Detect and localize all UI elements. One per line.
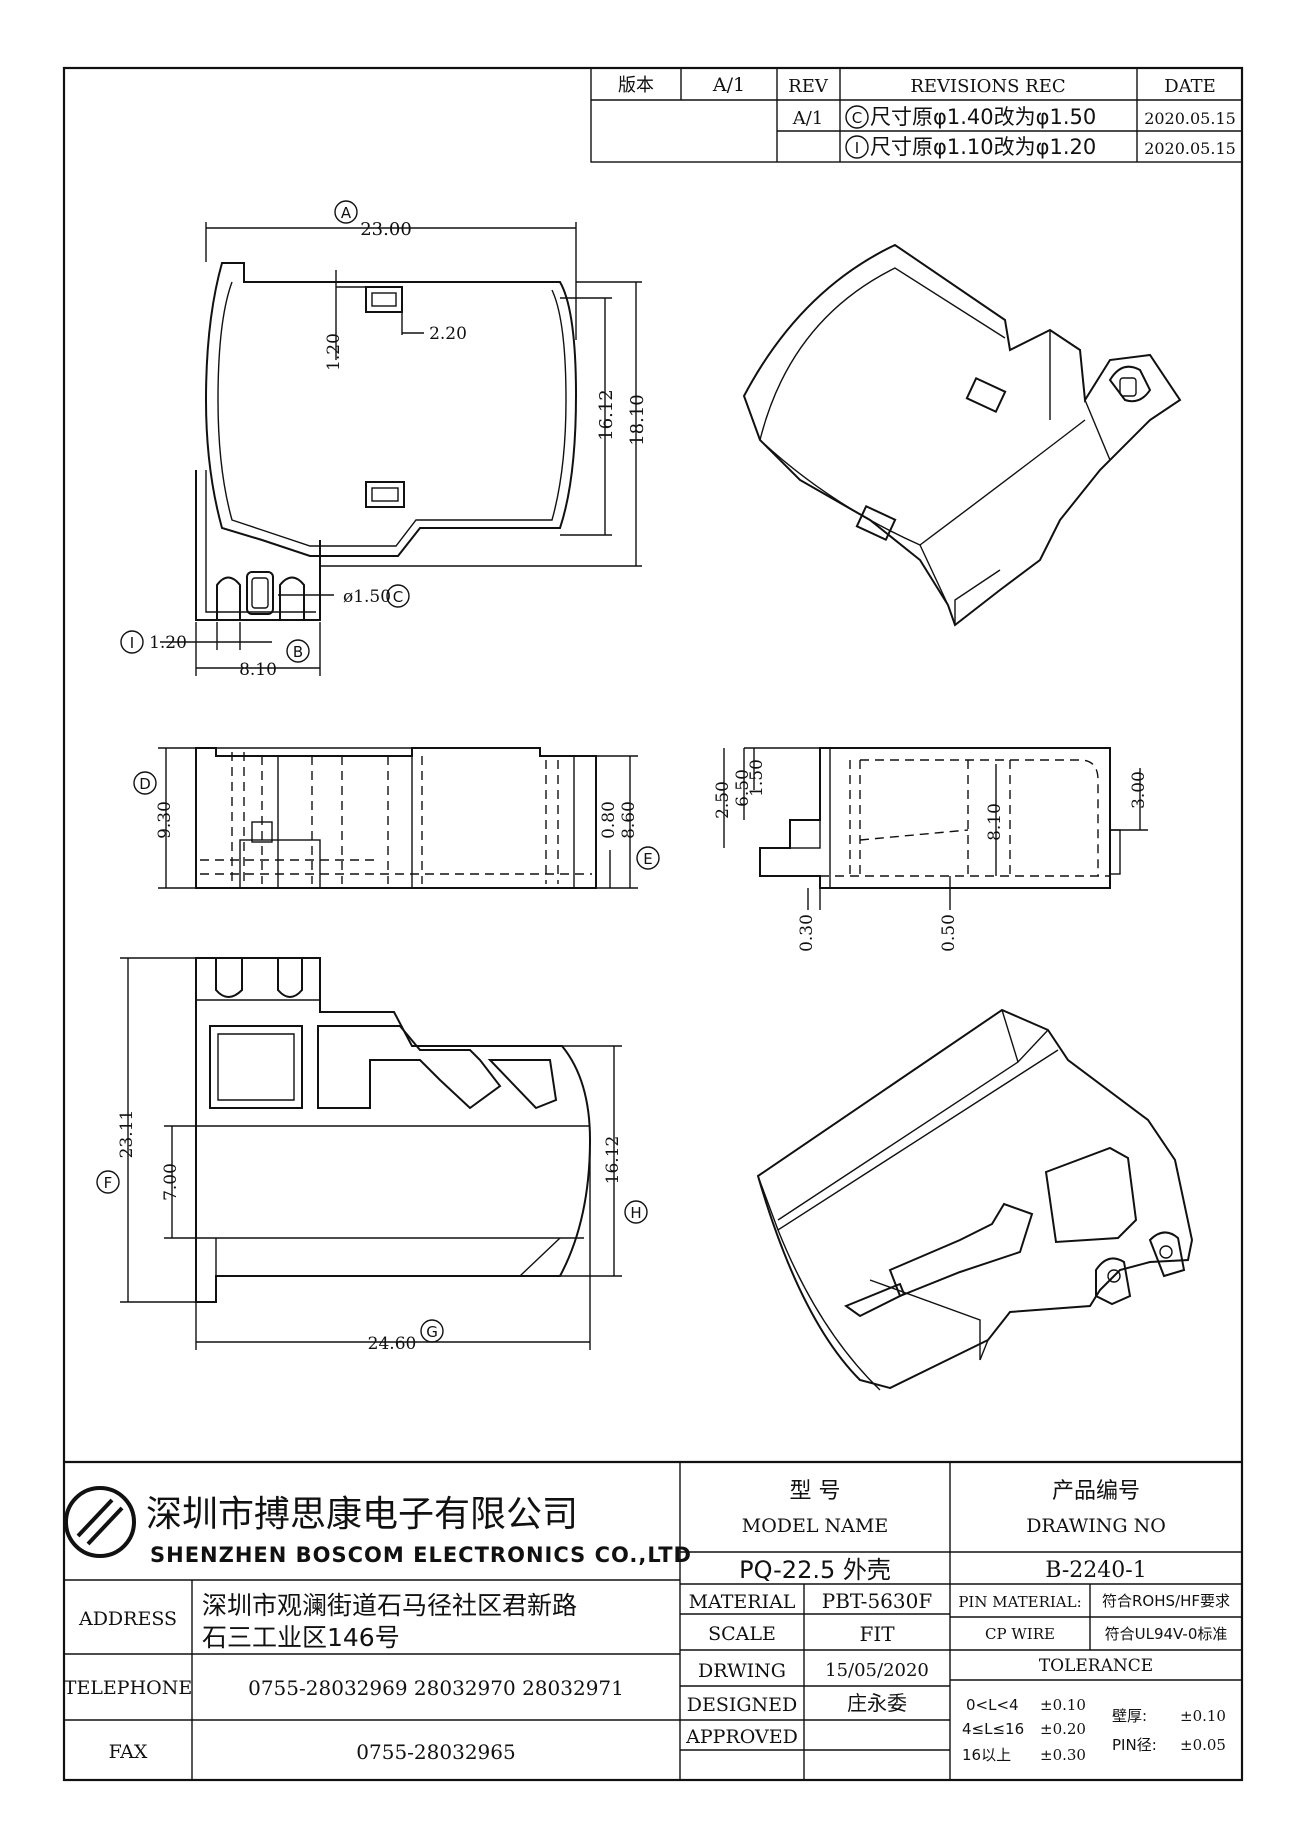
dim-bottom-right-mark: H — [630, 1204, 641, 1222]
dim-2-20: 2.20 — [429, 324, 467, 344]
dim-side-h-mark: D — [139, 775, 151, 793]
cp-wire: CP WIRE — [985, 1625, 1055, 1643]
side-view: D 9.30 0.80 8.60 E — [133, 747, 660, 889]
address-line-1: 深圳市观澜街道石马径社区君新路 — [202, 1591, 577, 1620]
material-label: MATERIAL — [689, 1591, 796, 1613]
pin-material-label: PIN MATERIAL: — [958, 1593, 1081, 1611]
dim-rear-d: 8.10 — [985, 803, 1005, 841]
tol-range-2: 4≤L≤16 — [962, 1720, 1024, 1738]
address-label: ADDRESS — [78, 1608, 177, 1630]
dim-bottom-mid: 7.00 — [161, 1163, 181, 1201]
tol-value-3: ±0.30 — [1040, 1746, 1086, 1764]
dim-rear-e: 3.00 — [1129, 771, 1149, 809]
model-label-cn: 型 号 — [790, 1479, 841, 1504]
dim-bottom-right: 16.12 — [603, 1136, 623, 1185]
designed-label: DESIGNED — [687, 1694, 798, 1716]
dim-rear-b: 6.50 — [733, 769, 753, 807]
rev-row1-text: 尺寸原φ1.40改为φ1.50 — [870, 105, 1096, 129]
dim-rear-c: 1.50 — [747, 759, 767, 797]
company-name-en: SHENZHEN BOSCOM ELECTRONICS CO.,LTD — [150, 1543, 692, 1567]
dim-top-mark: A — [341, 204, 352, 222]
pin-tol: ±0.05 — [1180, 1736, 1226, 1754]
rohs-note: 符合ROHS/HF要求 — [1102, 1592, 1230, 1610]
address-line-2: 石三工业区146号 — [202, 1623, 400, 1652]
dim-side-h: 9.30 — [155, 801, 175, 839]
designed-value: 庄永委 — [847, 1691, 907, 1715]
date-header: DATE — [1164, 76, 1216, 97]
dim-rear-g: 0.50 — [939, 914, 959, 952]
rev-row1-rev: A/1 — [792, 108, 824, 129]
title-block: 深圳市搏思康电子有限公司 SHENZHEN BOSCOM ELECTRONICS… — [64, 1460, 1242, 1780]
dim-bottom-w: 24.60 — [368, 1334, 417, 1354]
wall-label: 壁厚: — [1112, 1707, 1147, 1725]
model-value: PQ-22.5 外壳 — [739, 1556, 891, 1584]
tol-value-2: ±0.20 — [1040, 1720, 1086, 1738]
dim-pin-dia: ø1.50 — [343, 587, 391, 607]
dim-16-12: 16.12 — [596, 389, 617, 441]
scale-label: SCALE — [708, 1623, 776, 1645]
dim-pin-gap-mark: I — [130, 634, 134, 652]
iso-view-top — [742, 243, 1182, 627]
revision-table: 版本 A/1 REV REVISIONS REC DATE A/1 C 尺寸原φ… — [590, 67, 1243, 163]
drawing-label-cn: 产品编号 — [1052, 1479, 1140, 1504]
drawing-date-label: DRWING — [698, 1660, 786, 1682]
tolerance-label: TOLERANCE — [1039, 1656, 1153, 1676]
dim-pin-gap: 1.20 — [149, 633, 187, 653]
dim-pin-dia-mark: C — [393, 588, 403, 606]
tol-range-1: 0<L<4 — [966, 1696, 1019, 1714]
company-logo — [64, 1486, 136, 1558]
drawing-label-en: DRAWING NO — [1026, 1515, 1166, 1537]
iso-view-bottom — [756, 1008, 1194, 1391]
pin-label: PIN径: — [1112, 1736, 1157, 1754]
fax-label: FAX — [109, 1741, 148, 1763]
rear-view: 2.50 6.50 1.50 8.10 3.00 0.30 0.50 — [713, 747, 1149, 952]
dim-bottom-h: 23.11 — [117, 1110, 137, 1159]
dim-top-width: 23.00 — [360, 219, 412, 240]
bottom-view: 23.11 F 7.00 24.60 G 16.12 H — [96, 957, 648, 1354]
dim-side-total: 8.60 — [619, 801, 639, 839]
drawing-no-value: B-2240-1 — [1045, 1558, 1146, 1583]
top-view: A 23.00 16.12 18.10 2.20 1.20 ø1.50 C I … — [120, 200, 648, 680]
telephone-label: TELEPHONE — [64, 1677, 192, 1699]
dim-bottom-h-mark: F — [104, 1174, 113, 1192]
rev-version-label: 版本 — [618, 75, 654, 96]
dim-18-10: 18.10 — [627, 394, 648, 446]
telephone-value: 0755-28032969 28032970 28032971 — [248, 1676, 624, 1700]
material-value: PBT-5630F — [822, 1589, 933, 1613]
tol-range-3: 16以上 — [962, 1746, 1011, 1764]
rev-row2-mark: I — [855, 139, 859, 157]
wall-tol: ±0.10 — [1180, 1707, 1226, 1725]
rev-row1-mark: C — [852, 109, 862, 127]
rev-row1-date: 2020.05.15 — [1144, 109, 1236, 128]
dim-rear-f: 0.30 — [797, 914, 817, 952]
scale-value: FIT — [859, 1622, 895, 1646]
rev-version-value: A/1 — [712, 74, 745, 96]
rev-row2-date: 2020.05.15 — [1144, 139, 1236, 158]
company-name-cn: 深圳市搏思康电子有限公司 — [146, 1494, 578, 1535]
fax-value: 0755-28032965 — [356, 1740, 515, 1764]
drawing-date-value: 15/05/2020 — [825, 1660, 929, 1681]
ul-note: 符合UL94V-0标准 — [1105, 1625, 1228, 1643]
tol-value-1: ±0.10 — [1040, 1696, 1086, 1714]
rev-header: REV — [788, 76, 829, 97]
dim-1-20-slot: 1.20 — [324, 333, 344, 371]
dim-bottom-w-mark: G — [426, 1323, 438, 1341]
dim-rear-a: 2.50 — [713, 781, 733, 819]
dim-base-mark: B — [293, 643, 303, 661]
dim-side-small: 0.80 — [599, 801, 619, 839]
model-label-en: MODEL NAME — [742, 1515, 888, 1537]
approved-label: APPROVED — [685, 1726, 798, 1748]
rev-row2-text: 尺寸原φ1.10改为φ1.20 — [870, 135, 1096, 159]
dim-base-w: 8.10 — [239, 660, 277, 680]
revisions-header: REVISIONS REC — [910, 76, 1065, 97]
dim-side-mark: E — [643, 850, 652, 868]
